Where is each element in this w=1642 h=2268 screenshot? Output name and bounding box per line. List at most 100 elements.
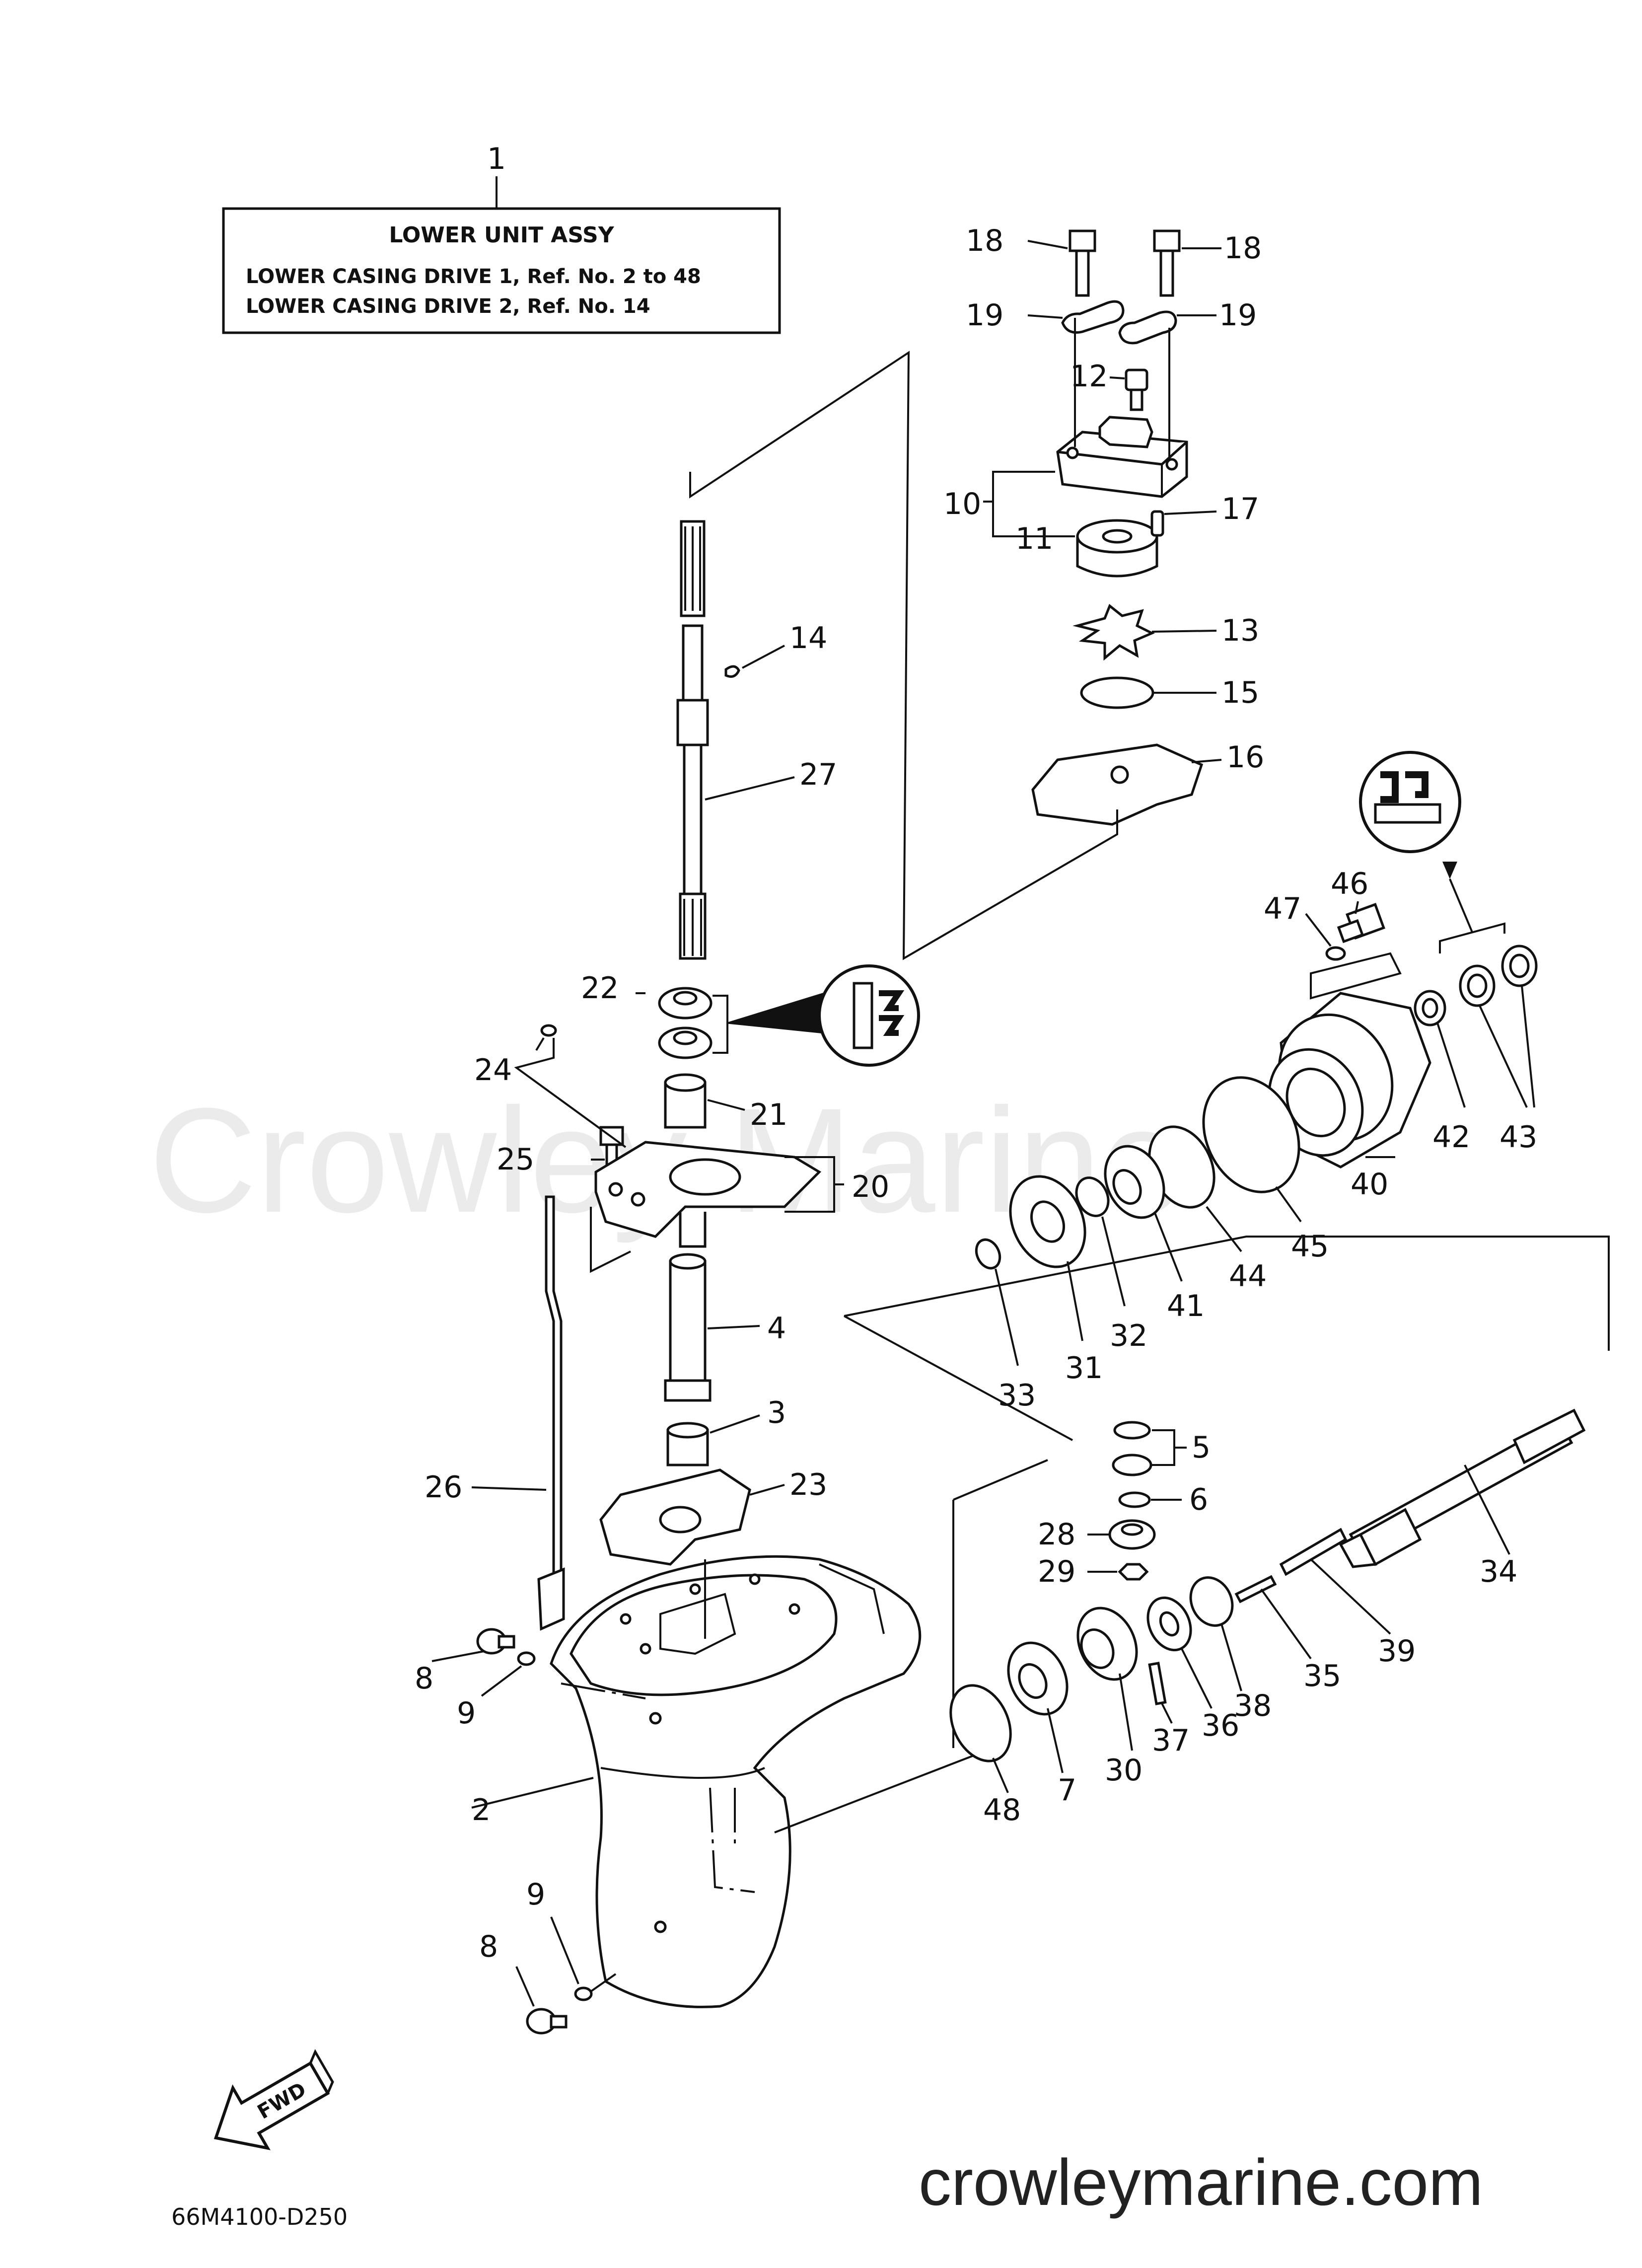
reverse-gear-31[interactable]: [996, 1164, 1099, 1279]
callout-34[interactable]: 34: [1480, 1554, 1517, 1589]
callout-3[interactable]: 3: [767, 1395, 786, 1430]
callout-8-upper[interactable]: 8: [415, 1661, 433, 1696]
plate-19-right[interactable]: [1118, 310, 1177, 345]
bearing-5b[interactable]: [1112, 1454, 1152, 1476]
propeller-shaft-34[interactable]: [1339, 1408, 1586, 1568]
shift-rod-26[interactable]: [537, 1195, 565, 1631]
callout-9-lower[interactable]: 9: [526, 1877, 545, 1912]
bolt-18-right[interactable]: [1153, 229, 1181, 297]
housing-20[interactable]: [594, 1141, 822, 1248]
drive-shaft-27[interactable]: [676, 520, 709, 960]
callout-2[interactable]: 2: [472, 1793, 491, 1828]
plate-19-left[interactable]: [1061, 300, 1125, 334]
callout-41[interactable]: 41: [1167, 1289, 1205, 1323]
nut-29[interactable]: [1118, 1563, 1149, 1581]
key-14[interactable]: [724, 665, 740, 678]
callout-20[interactable]: 20: [852, 1170, 889, 1204]
washer-9-lower[interactable]: [574, 1986, 593, 2001]
callout-21[interactable]: 21: [750, 1097, 787, 1132]
washer-5a[interactable]: [1113, 1421, 1151, 1440]
washer-9-upper[interactable]: [517, 1651, 536, 1666]
callout-18-right[interactable]: 18: [1224, 231, 1262, 266]
bolt-8-lower[interactable]: [526, 2008, 568, 2035]
callout-44[interactable]: 44: [1229, 1259, 1267, 1294]
oring-48[interactable]: [939, 1676, 1022, 1770]
callout-18-left[interactable]: 18: [966, 223, 1003, 258]
pump-liner-11[interactable]: [1076, 519, 1158, 578]
callout-19-right[interactable]: 19: [1219, 298, 1257, 333]
spring-39[interactable]: [1279, 1528, 1348, 1576]
bushing-3[interactable]: [666, 1422, 709, 1466]
shim-32[interactable]: [1071, 1172, 1114, 1221]
forward-gear-30[interactable]: [1067, 1599, 1147, 1689]
callout-33[interactable]: 33: [998, 1378, 1036, 1413]
callout-25[interactable]: 25: [497, 1142, 534, 1177]
tube-4[interactable]: [664, 1253, 712, 1402]
bearing-7[interactable]: [997, 1633, 1078, 1724]
bolt-46[interactable]: [1337, 903, 1385, 944]
spring-ring-38[interactable]: [1183, 1571, 1240, 1632]
callout-4[interactable]: 4: [767, 1311, 786, 1346]
callout-1[interactable]: 1: [487, 142, 506, 176]
callout-8-lower[interactable]: 8: [479, 1929, 498, 1964]
callout-10[interactable]: 10: [943, 487, 981, 521]
washer-47[interactable]: [1325, 946, 1346, 961]
callout-14[interactable]: 14: [789, 621, 827, 656]
bolt-8-upper[interactable]: [476, 1628, 515, 1655]
dog-clutch-36[interactable]: [1140, 1591, 1199, 1657]
callout-15[interactable]: 15: [1221, 675, 1259, 710]
oil-seal-43b[interactable]: [1501, 945, 1538, 987]
callout-45[interactable]: 45: [1291, 1229, 1329, 1264]
callout-22[interactable]: 22: [581, 971, 619, 1006]
callout-48[interactable]: 48: [983, 1793, 1021, 1828]
bearing-22-upper[interactable]: [658, 987, 713, 1020]
callout-24[interactable]: 24: [474, 1053, 512, 1088]
callout-37[interactable]: 37: [1152, 1723, 1190, 1758]
callout-6[interactable]: 6: [1189, 1482, 1208, 1517]
callout-17[interactable]: 17: [1221, 492, 1259, 526]
site-text[interactable]: crowleymarine.com: [919, 2146, 1483, 2219]
callout-7[interactable]: 7: [1058, 1773, 1076, 1808]
callout-27[interactable]: 27: [799, 757, 837, 792]
callout-19-left[interactable]: 19: [966, 298, 1003, 333]
bearing-22-lower[interactable]: [658, 1026, 713, 1059]
callout-32[interactable]: 32: [1110, 1318, 1147, 1353]
callout-46[interactable]: 46: [1331, 867, 1368, 901]
callout-42[interactable]: 42: [1432, 1120, 1470, 1155]
shim-6[interactable]: [1118, 1491, 1151, 1508]
callout-40[interactable]: 40: [1351, 1167, 1388, 1202]
callout-47[interactable]: 47: [1264, 891, 1301, 926]
callout-28[interactable]: 28: [1038, 1517, 1075, 1552]
callout-39[interactable]: 39: [1378, 1634, 1416, 1669]
callout-43[interactable]: 43: [1499, 1120, 1537, 1155]
callout-26[interactable]: 26: [425, 1470, 462, 1505]
pin-24[interactable]: [540, 1024, 557, 1037]
impeller-13[interactable]: [1072, 603, 1155, 661]
callout-29[interactable]: 29: [1038, 1554, 1075, 1589]
callout-5[interactable]: 5: [1192, 1430, 1211, 1465]
callout-31[interactable]: 31: [1065, 1351, 1103, 1386]
callout-35[interactable]: 35: [1303, 1659, 1341, 1693]
callout-38[interactable]: 38: [1234, 1688, 1272, 1723]
callout-23[interactable]: 23: [789, 1467, 827, 1502]
slider-35[interactable]: [1234, 1575, 1277, 1604]
cross-pin-37[interactable]: [1148, 1662, 1167, 1705]
gasket-16[interactable]: [1031, 743, 1204, 826]
callout-30[interactable]: 30: [1105, 1753, 1142, 1788]
pin-17[interactable]: [1150, 510, 1164, 537]
callout-16[interactable]: 16: [1226, 740, 1264, 775]
pump-housing-10[interactable]: [1056, 416, 1188, 498]
oil-seal-43a[interactable]: [1459, 964, 1496, 1007]
callout-36[interactable]: 36: [1202, 1708, 1239, 1743]
callout-13[interactable]: 13: [1221, 613, 1259, 648]
lower-casing-2[interactable]: [550, 1555, 922, 2008]
bolt-12[interactable]: [1125, 368, 1148, 411]
callout-12[interactable]: 12: [1070, 359, 1108, 394]
pinion-28[interactable]: [1108, 1519, 1156, 1550]
bushing-21[interactable]: [664, 1073, 707, 1129]
circlip-33[interactable]: [972, 1236, 1004, 1272]
callout-9-upper[interactable]: 9: [457, 1696, 476, 1731]
sleeve-42[interactable]: [1414, 990, 1446, 1026]
bolt-18-left[interactable]: [1069, 229, 1096, 297]
bearing-41[interactable]: [1094, 1137, 1175, 1227]
